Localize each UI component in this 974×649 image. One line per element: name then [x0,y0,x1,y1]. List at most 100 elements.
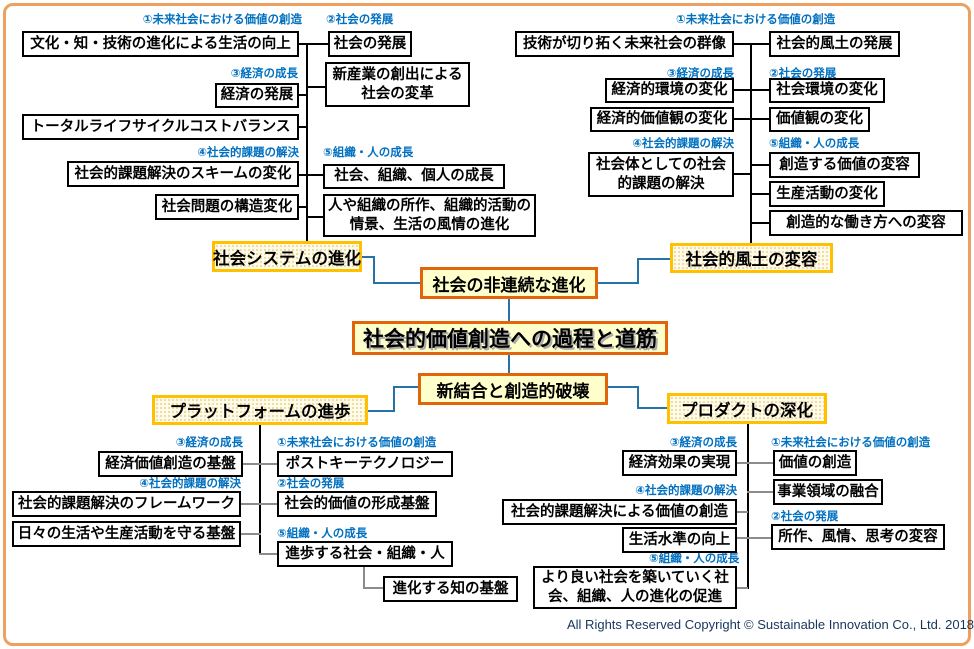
copyright-text: All Rights Reserved Copyright © Sustaina… [567,617,974,632]
category-label-org-growth: ⑤組織・人の成長 [277,528,368,540]
category-label-social-dev: ②社会の発展 [769,68,837,80]
node-bottom-right-5: 生活水準の向上 [622,527,737,553]
node-top-right-8: 創造する価値の変容 [769,152,920,178]
connector [750,222,769,224]
node-bottom-right-2: 価値の創造 [773,450,857,476]
category-label-social-issues: ④社会的課題の解決 [197,147,299,159]
node-bottom-right-4: 社会的課題解決による価値の創造 [502,499,737,525]
connector [737,537,771,539]
category-label-econ-growth: ③経済の成長 [230,68,298,80]
node-top-right-5: 経済的価値観の変化 [590,107,734,132]
node-bottom-left-4: 社会的価値の形成基盤 [277,491,437,517]
connector [306,86,326,88]
connector [734,43,769,45]
outer-frame [3,3,971,646]
connector [299,206,307,208]
connector [734,89,769,91]
category-label-org-growth: ⑤組織・人の成長 [649,553,740,565]
center-bottom-node: 新結合と創造的破壊 [418,373,608,405]
node-bottom-left-6: 進歩する社会・組織・人 [277,541,453,567]
connector [637,258,670,260]
connector [737,587,748,589]
hub-product-deepening: プロダクトの深化 [667,393,827,424]
category-label-value-creation: ①未来社会における価値の創造 [771,437,931,449]
hub-social-system-evolution: 社会システムの進化 [212,241,362,272]
connector [737,511,748,513]
category-label-social-issues: ④社会的課題の解決 [139,478,241,490]
connector [637,258,639,284]
connector [362,256,375,258]
node-bottom-right-3: 事業領域の融合 [773,479,883,505]
node-bottom-left-2: ポストキーテクノロジー [277,451,453,477]
node-bottom-right-1: 経済効果の実現 [622,450,737,476]
node-top-right-7: 社会体としての社会的課題の解決 [588,152,734,197]
diagram-title: 社会的価値創造への過程と道筋 [352,321,668,355]
connector [306,44,308,241]
category-label-social-issues: ④社会的課題の解決 [632,138,734,150]
connector [259,553,277,555]
connector [299,126,307,128]
node-top-right-9: 生産活動の変化 [769,181,885,207]
connector [747,424,749,589]
connector [306,216,324,218]
category-label-social-issues: ④社会的課題の解決 [635,485,737,497]
connector [750,164,769,166]
node-top-right-3: 経済的環境の変化 [605,78,734,103]
node-bottom-left-5: 日々の生活や生産活動を守る基盤 [12,521,241,547]
node-bottom-left-3: 社会的課題解決のフレームワーク [12,491,241,517]
connector [734,118,769,120]
hub-platform-progress: プラットフォームの進歩 [152,395,368,425]
connector [637,386,639,409]
node-top-left-8: 社会問題の構造変化 [155,194,299,220]
connector [734,173,751,175]
category-label-value-creation: ①未来社会における価値の創造 [676,14,836,26]
node-top-left-5: トータルライフサイクルコストバランス [22,114,299,140]
hub-social-climate-transformation: 社会的風土の変容 [670,243,833,273]
category-label-social-dev: ②社会の発展 [277,478,345,490]
node-bottom-right-6: 所作、風情、思考の変容 [771,524,945,550]
category-label-social-dev: ②社会の発展 [326,14,394,26]
category-label-econ-growth: ③経済の成長 [669,437,737,449]
connector [259,425,261,555]
node-top-right-1: 技術が切り拓く未来社会の群像 [515,31,734,57]
node-top-left-7: 社会、組織、個人の成長 [323,164,505,189]
node-top-right-10: 創造的な働き方への変容 [769,210,963,236]
connector [299,174,324,176]
connector [241,533,261,535]
connector [368,410,394,412]
node-bottom-left-1: 経済価値創造の基盤 [98,451,243,477]
node-top-left-9: 人や組織の所作、組織的活動の情景、生活の風情の進化 [323,194,536,237]
category-label-econ-growth: ③経済の成長 [666,68,734,80]
node-bottom-right-7: より良い社会を築いていく社会、組織、人の進化の促進 [533,566,737,609]
connector [299,94,307,96]
connector [737,462,773,464]
connector [393,386,395,412]
node-top-left-1: 文化・知・技術の進化による生活の向上 [22,31,299,57]
connector [750,193,769,195]
category-label-econ-growth: ③経済の成長 [175,437,243,449]
center-top-node: 社会の非連続な進化 [420,267,598,299]
connector [363,567,365,589]
category-label-value-creation: ①未来社会における価値の創造 [277,437,437,449]
connector [508,354,510,374]
node-top-right-2: 社会的風土の発展 [769,31,900,57]
connector [747,491,773,493]
node-top-left-2: 社会の発展 [328,31,412,57]
node-bottom-left-7: 進化する知の基盤 [383,576,518,602]
connector [243,463,277,465]
connector [373,256,375,284]
connector [241,503,277,505]
node-top-left-3: 新産業の創出による社会の変革 [325,62,470,107]
connector [750,44,752,243]
connector [508,299,510,322]
category-label-org-growth: ⑤組織・人の成長 [323,147,414,159]
node-top-left-6: 社会的課題解決のスキームの変化 [67,161,299,187]
connector [373,282,420,284]
node-top-right-4: 社会環境の変化 [769,78,885,103]
connector [299,43,328,45]
category-label-org-growth: ⑤組織・人の成長 [769,138,860,150]
connector [608,386,639,388]
connector [637,407,667,409]
connector [598,282,639,284]
